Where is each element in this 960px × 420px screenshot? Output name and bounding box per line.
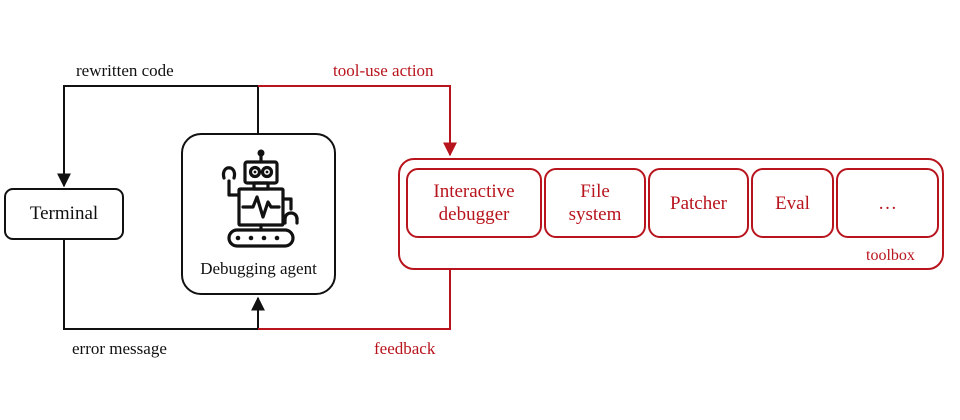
edge-label-tool-use-action: tool-use action — [333, 61, 434, 80]
edge-label-feedback: feedback — [374, 339, 436, 358]
tool-eval: Eval — [751, 168, 834, 238]
tool-file-system: File system — [544, 168, 646, 238]
rewritten-code-arrow — [57, 85, 259, 188]
robot-icon — [221, 149, 299, 248]
debugging-agent-node: Debugging agent — [181, 133, 336, 295]
edge-label-error-message: error message — [72, 339, 167, 358]
toolbox-container — [398, 158, 944, 270]
tool-use-action-arrow — [258, 85, 457, 157]
tool-patcher: Patcher — [648, 168, 749, 238]
error-message-arrow — [63, 240, 265, 330]
debugging-agent-label: Debugging agent — [200, 259, 317, 278]
terminal-node: Terminal — [4, 188, 124, 240]
edge-label-rewritten-code: rewritten code — [76, 61, 174, 80]
feedback-line — [258, 270, 451, 330]
tool-more: … — [836, 168, 939, 238]
tool-interactive-debugger: Interactive debugger — [406, 168, 542, 238]
toolbox-label: toolbox — [866, 247, 915, 264]
